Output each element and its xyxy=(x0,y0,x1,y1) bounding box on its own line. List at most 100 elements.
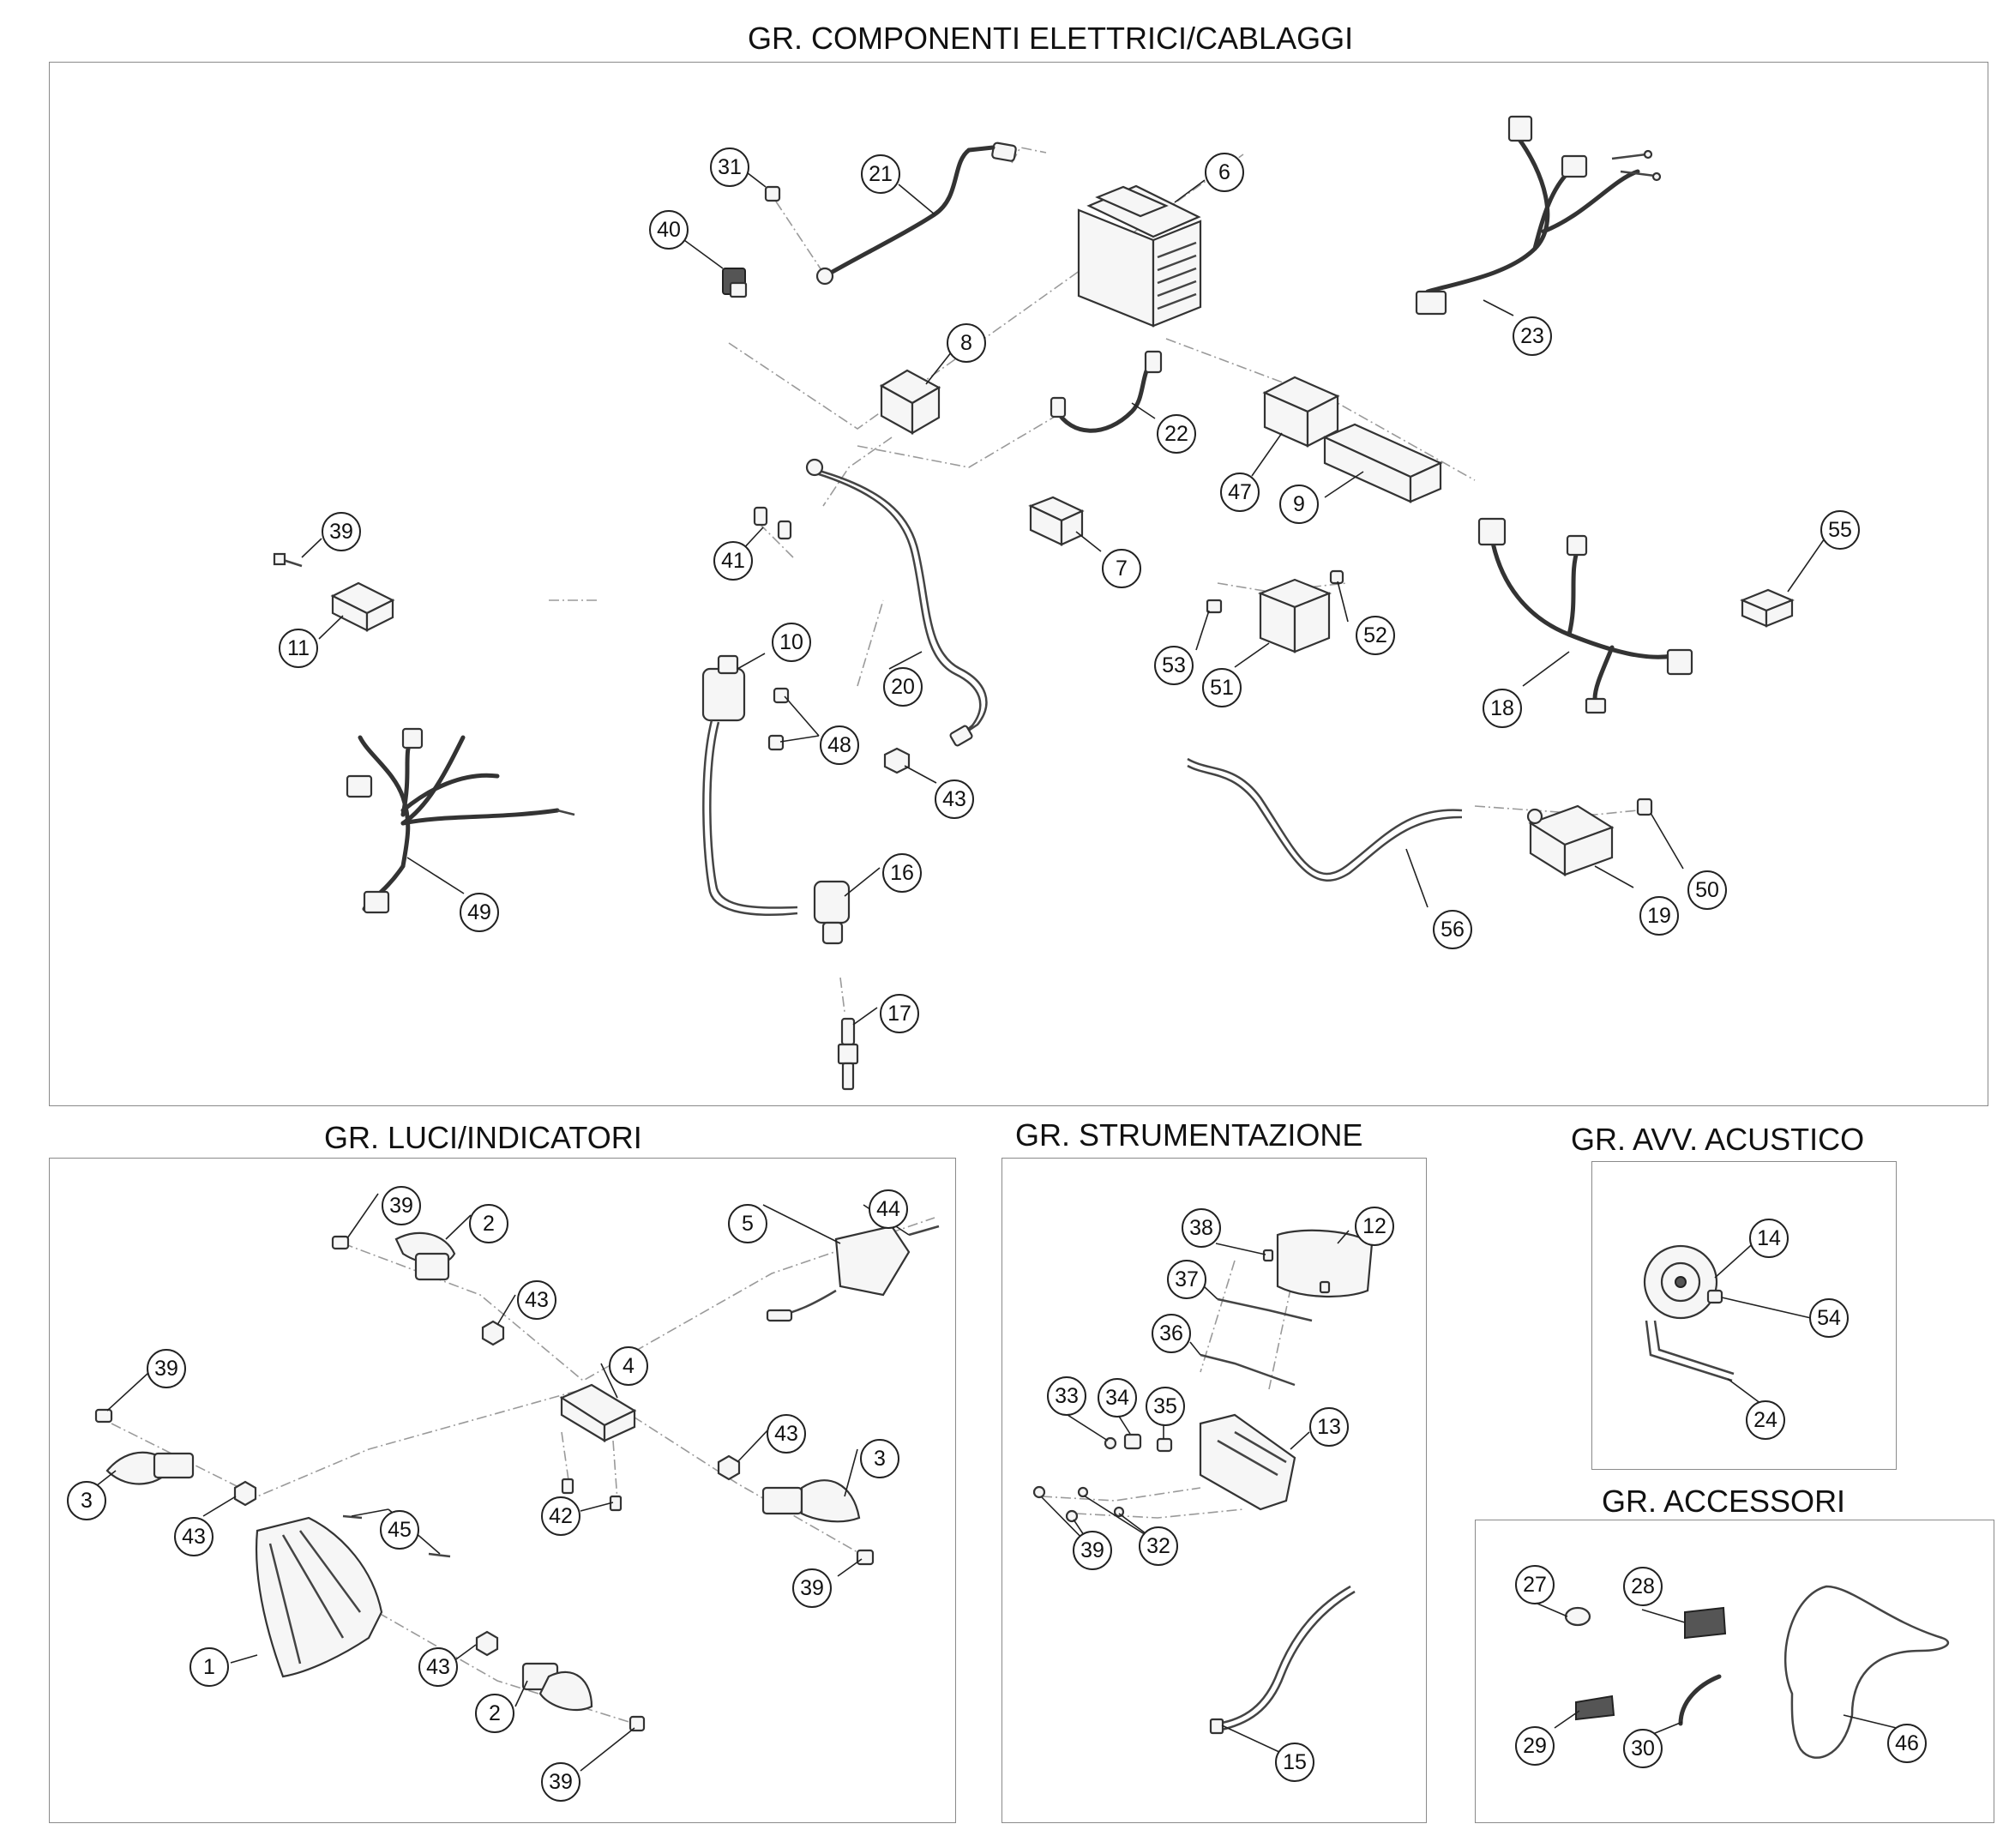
part-51-regulator xyxy=(1206,569,1344,653)
part-23-harness xyxy=(1415,115,1662,316)
part-48-screws xyxy=(767,687,790,751)
callout-43: 43 xyxy=(767,1414,806,1454)
section-title-electrical: GR. COMPONENTI ELETTRICI/CABLAGGI xyxy=(748,21,1354,56)
callout-22: 22 xyxy=(1157,414,1196,454)
callout-33: 33 xyxy=(1047,1376,1086,1416)
part-14-horn xyxy=(1643,1244,1718,1320)
part-54-screw xyxy=(1706,1289,1723,1304)
assembly-line xyxy=(1165,338,1476,481)
callout-20: 20 xyxy=(883,667,923,707)
part-30-tie xyxy=(1678,1674,1722,1726)
part-49-harness xyxy=(346,727,575,914)
callout-56: 56 xyxy=(1433,910,1472,949)
part-31-screw xyxy=(764,185,781,202)
part-45-pins xyxy=(342,1514,451,1558)
callout-39: 39 xyxy=(541,1762,580,1802)
part-8-relay xyxy=(879,369,941,435)
callout-51: 51 xyxy=(1202,668,1242,707)
callout-2: 2 xyxy=(469,1204,508,1243)
part-43-nut xyxy=(475,1630,499,1657)
section-title-accessories: GR. ACCESSORI xyxy=(1602,1484,1846,1519)
part-20-cable xyxy=(805,458,988,747)
part-39-screw xyxy=(856,1549,875,1566)
part-11-relay xyxy=(330,581,395,632)
part-3-indicator xyxy=(105,1451,195,1485)
assembly-line xyxy=(758,522,794,558)
part-17-spark-plug xyxy=(837,1017,859,1091)
assembly-line xyxy=(775,201,824,274)
callout-14: 14 xyxy=(1749,1219,1789,1258)
part-9-ecu xyxy=(1322,423,1443,503)
callout-24: 24 xyxy=(1746,1400,1785,1440)
part-43-nut xyxy=(481,1320,505,1346)
part-16-spark-cap xyxy=(813,880,851,945)
part-39-screw xyxy=(331,1235,350,1250)
callout-55: 55 xyxy=(1820,510,1860,550)
part-41-screws xyxy=(753,506,792,540)
callout-31: 31 xyxy=(710,147,749,187)
callout-41: 41 xyxy=(713,541,753,581)
callout-50: 50 xyxy=(1687,870,1727,910)
callout-32: 32 xyxy=(1139,1526,1178,1566)
callout-39: 39 xyxy=(1073,1531,1112,1570)
part-55-module xyxy=(1740,588,1795,628)
part-19-switch xyxy=(1526,804,1615,876)
callout-3: 3 xyxy=(67,1481,106,1520)
callout-42: 42 xyxy=(541,1496,580,1536)
part-39-screw xyxy=(629,1715,646,1732)
callout-39: 39 xyxy=(147,1349,186,1388)
callout-12: 12 xyxy=(1355,1207,1394,1246)
callout-8: 8 xyxy=(947,323,986,363)
assembly-line xyxy=(857,411,1064,468)
callout-13: 13 xyxy=(1309,1407,1349,1447)
part-18-harness xyxy=(1477,517,1693,714)
callout-18: 18 xyxy=(1483,689,1522,728)
part-43-nut xyxy=(883,747,911,774)
part-1-headlight-cover xyxy=(255,1516,383,1678)
part-5-plate-light xyxy=(766,1225,940,1322)
part-24-bracket xyxy=(1645,1320,1735,1382)
part-37-washers xyxy=(1217,1297,1313,1322)
part-39-screw xyxy=(94,1408,113,1424)
section-title-lights: GR. LUCI/INDICATORI xyxy=(324,1120,642,1155)
callout-44: 44 xyxy=(869,1189,908,1229)
panel-accessories xyxy=(1475,1520,1994,1823)
callout-43: 43 xyxy=(517,1280,556,1320)
assembly-line xyxy=(1474,805,1639,816)
callout-53: 53 xyxy=(1154,646,1194,685)
callout-48: 48 xyxy=(820,725,859,765)
part-6-battery xyxy=(1077,184,1202,328)
assembly-line xyxy=(839,977,845,1013)
callout-54: 54 xyxy=(1809,1298,1849,1338)
section-title-instruments: GR. STRUMENTAZIONE xyxy=(1015,1117,1363,1153)
callout-3: 3 xyxy=(860,1439,899,1478)
callout-45: 45 xyxy=(380,1510,419,1550)
callout-23: 23 xyxy=(1513,316,1552,356)
assembly-line xyxy=(561,1431,618,1502)
callout-43: 43 xyxy=(935,780,974,819)
callout-49: 49 xyxy=(460,893,499,932)
part-2-indicator xyxy=(521,1662,593,1711)
part-43-nut xyxy=(717,1454,741,1481)
assembly-line xyxy=(728,153,1244,430)
assembly-line xyxy=(617,1406,858,1553)
callout-34: 34 xyxy=(1098,1378,1137,1418)
part-22-cable xyxy=(1050,350,1163,433)
part-39-32-fasteners xyxy=(1032,1485,1125,1523)
callout-4: 4 xyxy=(609,1346,648,1386)
callout-43: 43 xyxy=(174,1517,214,1556)
part-12-dashboard xyxy=(1276,1229,1374,1298)
leader-lines xyxy=(87,169,1908,1772)
callout-10: 10 xyxy=(772,623,811,662)
part-36-spacers xyxy=(1200,1353,1296,1387)
callout-16: 16 xyxy=(882,853,922,893)
part-47-holder xyxy=(1262,376,1340,448)
callout-19: 19 xyxy=(1639,896,1679,936)
part-28-clip xyxy=(1684,1606,1727,1640)
callout-5: 5 xyxy=(728,1204,767,1243)
callout-35: 35 xyxy=(1146,1387,1185,1426)
part-43-nut xyxy=(233,1480,257,1507)
callout-40: 40 xyxy=(649,210,689,250)
